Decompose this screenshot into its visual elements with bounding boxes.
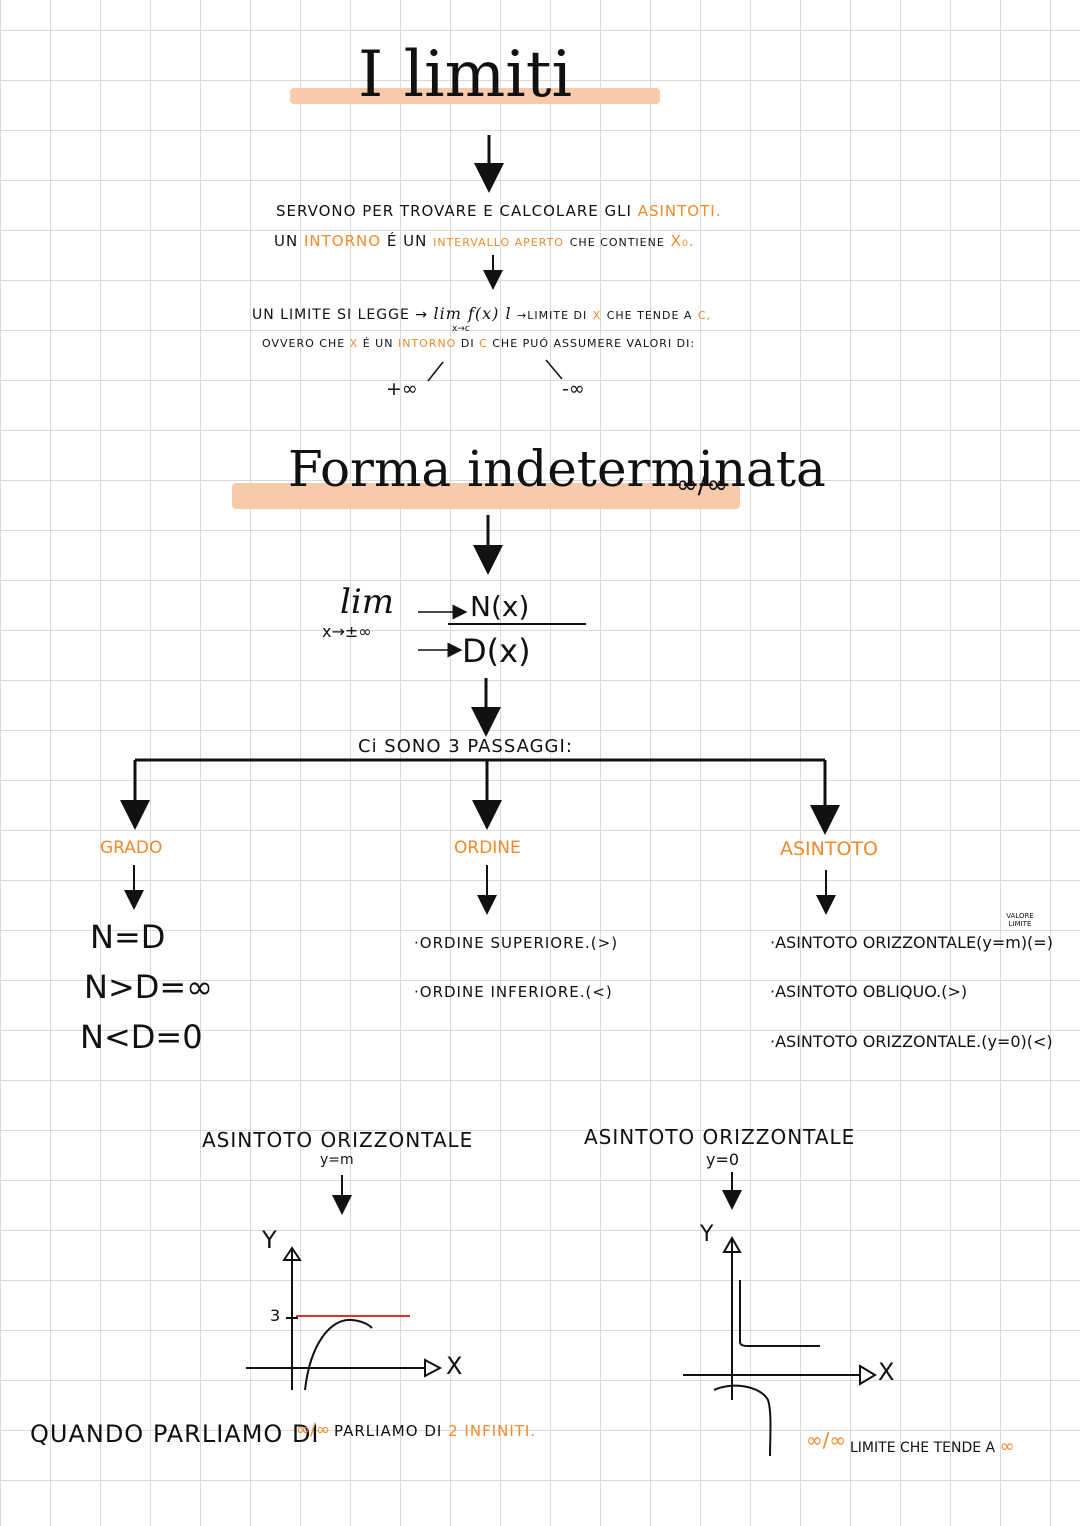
intro-asintoti: ASINTOTI. [637,202,722,220]
limit-def-e-un: É UN [362,337,394,350]
limit-def-line-2: OVVERO CHE X É UN INTORNO DI C CHE PUÓ A… [262,337,695,350]
grado-item-1: N=D [90,918,166,956]
intro-line-1: SERVONO PER TROVARE E CALCOLARE GLI ASIN… [276,202,721,220]
branch-asintoto-label: ASINTOTO [780,838,878,860]
limit-def-c: C, [697,309,712,322]
ordine-item-1: ·ORDINE SUPERIORE.(>) [414,934,619,952]
footer-infiniti: INFINITI. [464,1422,537,1440]
footer-right-frac: ∞/∞ [806,1428,847,1452]
graph-left-x-label: X [446,1352,463,1380]
limit-def-line-1: UN LIMITE SI LEGGE → lim f(x) l →LIMITE … [252,304,711,323]
limit-def-text: UN LIMITE SI LEGGE → [252,307,428,323]
title-highlight [290,88,660,104]
limit-def-assumere: CHE PUÓ ASSUMERE VALORI DI: [492,337,696,350]
graph-right-y-label: Y [700,1222,714,1247]
left-graph-axes [246,1246,443,1391]
intro-contiene: CHE CONTIENE [569,236,665,249]
intro-un: UN [274,232,299,250]
intro-x0: X₀. [670,232,695,250]
footer-right: LIMITE CHE TENDE A ∞ [850,1436,1015,1457]
grado-item-2: N>D=∞ [84,968,213,1006]
page-title: I limiti [358,38,572,112]
limit-def-c2: C [479,337,488,350]
limit-def-di: DI [460,337,475,350]
asintoto-item-1: ·ASINTOTO ORIZZONTALE(y=m)(=) [770,933,1053,952]
intro-text-1: SERVONO PER TROVARE E CALCOLARE GLI [276,202,632,220]
limit-formula-sub: x→c [452,324,470,334]
lim-text: lim [340,582,394,622]
indeterminate-fraction: ∞/∞ [676,470,729,500]
graph-right-eq: y=0 [706,1150,740,1169]
limit-def-x: X [592,309,602,322]
limit-def-limite-di: →LIMITE DI [517,309,588,322]
limit-def-intorno: INTORNO [397,337,457,350]
intro-line-2: UN INTORNO É UN INTERVALLO APERTO CHE CO… [274,232,695,250]
subtitle-highlight [232,483,740,509]
footer-parliamo: PARLIAMO DI [334,1422,443,1440]
branch-ordine-label: ORDINE [454,838,521,858]
lim-sub: x→±∞ [322,622,372,641]
grado-item-3: N<D=0 [80,1018,203,1056]
right-graph-axes [683,1235,877,1457]
graph-right-title: ASINTOTO ORIZZONTALE [584,1125,856,1149]
limit-def-ovvero: OVVERO CHE [262,337,346,350]
asintoto-note: VALORE LIMITE [1006,912,1034,928]
graph-left-tick: 3 [270,1306,281,1325]
denominator: D(x) [462,632,531,670]
numerator: N(x) [470,590,530,623]
limit-formula: lim f(x) l [433,304,512,323]
branch-grado-label: GRADO [100,838,163,858]
asintoto-item-2: ·ASINTOTO OBLIQUO.(>) [770,982,968,1001]
section-title: Forma indeterminata [288,440,826,498]
intro-intorno: INTORNO [303,232,382,250]
intro-e-un: É UN [386,232,428,250]
footer-left: QUANDO PARLIAMO DI [30,1420,320,1448]
limit-def-x2: X [349,337,359,350]
limit-def-tende: CHE TENDE A [606,309,693,322]
intro-intervallo: INTERVALLO APERTO [433,236,564,249]
plus-infinity: +∞ [386,378,418,400]
footer-right-inf: ∞ [999,1436,1015,1457]
footer-num: 2 [448,1422,459,1440]
footer-left-2: PARLIAMO DI 2 INFINITI. [334,1422,536,1440]
footer-right-text: LIMITE CHE TENDE A [850,1440,996,1456]
footer-quando: QUANDO PARLIAMO DI [30,1420,320,1448]
graph-left-eq: y=m [320,1152,354,1168]
graph-left-y-label: Y [262,1226,277,1254]
minus-infinity: -∞ [562,378,585,400]
steps-label: Ci SONO 3 PASSAGGI: [358,736,573,757]
graph-right-x-label: X [878,1358,895,1386]
asintoto-item-3: ·ASINTOTO ORIZZONTALE.(y=0)(<) [770,1032,1053,1051]
graph-left-title: ASINTOTO ORIZZONTALE [202,1128,474,1152]
footer-frac: ∞/∞ [296,1420,331,1440]
ordine-item-2: ·ORDINE INFERIORE.(<) [414,983,613,1001]
